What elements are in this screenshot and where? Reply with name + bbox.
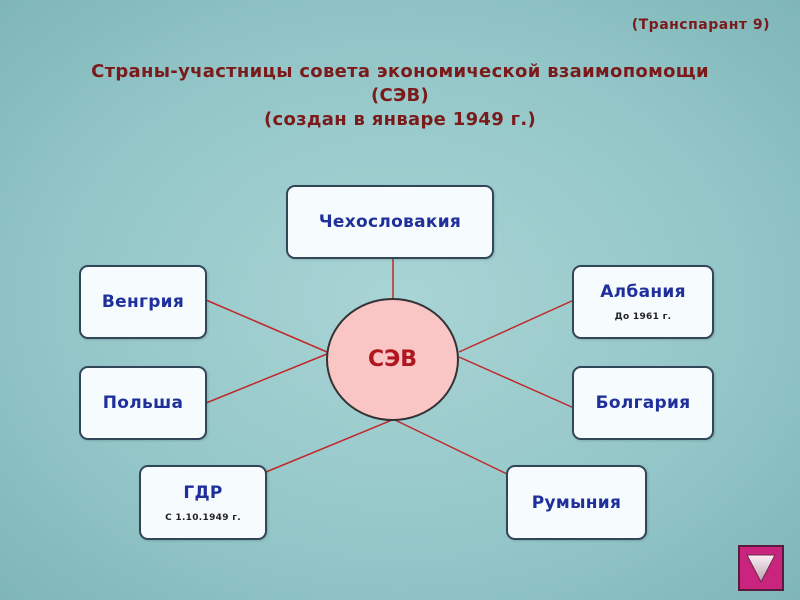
node-czechoslovakia: Чехословакия xyxy=(286,185,494,259)
node-romania: Румыния xyxy=(506,465,647,540)
center-node-label: СЭВ xyxy=(367,347,418,372)
center-node-sev: СЭВ xyxy=(326,298,459,421)
node-poland-label: Польша xyxy=(102,393,184,413)
connector-gdr xyxy=(265,419,393,473)
title-line-2: (СЭВ) xyxy=(370,85,430,106)
node-albania-note: До 1961 г. xyxy=(614,312,672,322)
title-line-1: Страны-участницы совета экономической вз… xyxy=(91,61,709,82)
node-albania-label: Албания xyxy=(600,282,686,302)
connector-albania xyxy=(458,299,575,353)
node-gdr-label: ГДР xyxy=(183,482,223,503)
node-czechoslovakia-label: Чехословакия xyxy=(318,212,462,232)
node-gdr-note: С 1.10.1949 г. xyxy=(165,512,241,523)
node-bulgaria: Болгария xyxy=(572,366,714,440)
node-bulgaria-label: Болгария xyxy=(595,393,691,413)
triangle-down-icon xyxy=(746,554,776,584)
node-romania-label: Румыния xyxy=(531,492,622,513)
connector-romania xyxy=(394,419,508,475)
next-slide-button[interactable] xyxy=(738,545,784,591)
title-line-3: (создан в январе 1949 г.) xyxy=(264,109,536,130)
node-poland: Польша xyxy=(79,366,207,440)
transparency-label: (Транспарант 9) xyxy=(631,17,770,33)
node-hungary-label: Венгрия xyxy=(101,292,185,312)
node-gdr: ГДР С 1.10.1949 г. xyxy=(139,465,267,540)
connector-bulgaria xyxy=(458,356,575,409)
connector-poland xyxy=(205,353,328,404)
page-title: Страны-участницы совета экономической вз… xyxy=(0,60,800,132)
node-hungary: Венгрия xyxy=(79,265,207,339)
node-albania: Албания До 1961 г. xyxy=(572,265,714,339)
connector-hungary xyxy=(205,299,328,353)
